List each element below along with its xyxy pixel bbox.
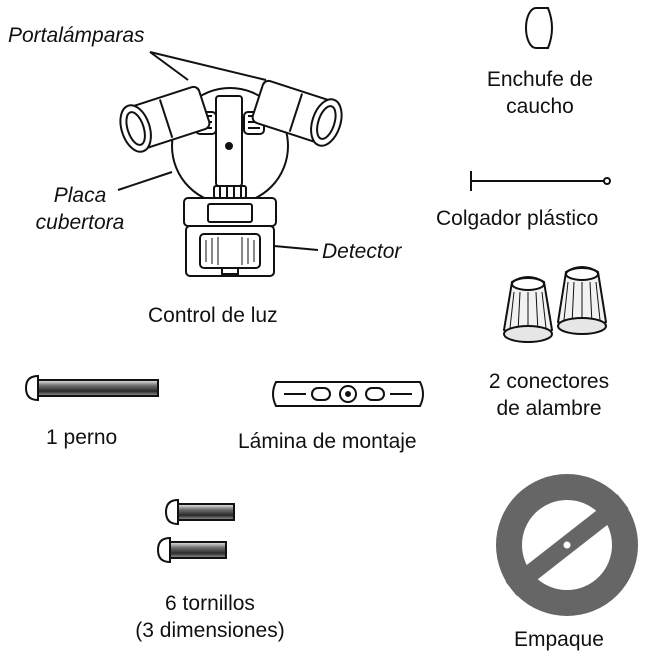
wire-connector-left (502, 276, 554, 343)
screw-upper (164, 498, 235, 526)
conectores-label-line2: de alambre (496, 397, 602, 420)
lamina-de-montaje-label: Lámina de montaje (238, 430, 417, 453)
perno-label: 1 perno (46, 426, 118, 449)
wire-connectors-illustration (502, 266, 608, 343)
rubber-plug-illustration (525, 7, 553, 49)
screws-illustration (156, 498, 235, 564)
plastic-hanger-illustration (470, 171, 611, 191)
screw-lower (156, 536, 227, 564)
control-de-luz-label: Control de luz (148, 304, 278, 327)
left-lamp-holder (119, 85, 211, 153)
gasket-illustration (496, 474, 638, 616)
placa-cubertora-label: Placa cubertora (30, 182, 130, 236)
placa-label-line2: cubertora (35, 211, 125, 234)
placa-label-line1: Placa (53, 184, 107, 207)
wire-connector-right (556, 266, 608, 335)
center-bracket (215, 95, 243, 187)
placa-leader (117, 171, 173, 191)
colgador-plastico-label: Colgador plástico (436, 207, 599, 230)
empaque-label: Empaque (514, 628, 604, 651)
detector-leader (273, 245, 319, 251)
bolt-illustration (24, 374, 159, 402)
conectores-de-alambre-label: 2 conectores de alambre (464, 368, 634, 422)
detector-lens (199, 233, 261, 269)
tornillos-label: 6 tornillos (3 dimensiones) (110, 590, 310, 644)
conectores-label-line1: 2 conectores (488, 370, 610, 393)
portalamparas-leader-right (149, 51, 267, 81)
portalamparas-leader-left (149, 51, 189, 81)
detector-label: Detector (322, 240, 402, 263)
enchufe-de-caucho-label: Enchufe de caucho (460, 66, 620, 120)
tornillos-label-line2: (3 dimensiones) (135, 619, 285, 642)
tornillos-label-line1: 6 tornillos (165, 592, 255, 615)
light-control-assembly (117, 51, 343, 277)
mounting-strap-illustration (272, 381, 424, 407)
enchufe-label-line1: Enchufe de (486, 68, 594, 91)
right-lamp-holder (251, 79, 343, 147)
portalamparas-label: Portalámparas (8, 24, 145, 47)
enchufe-label-line2: caucho (506, 95, 574, 118)
